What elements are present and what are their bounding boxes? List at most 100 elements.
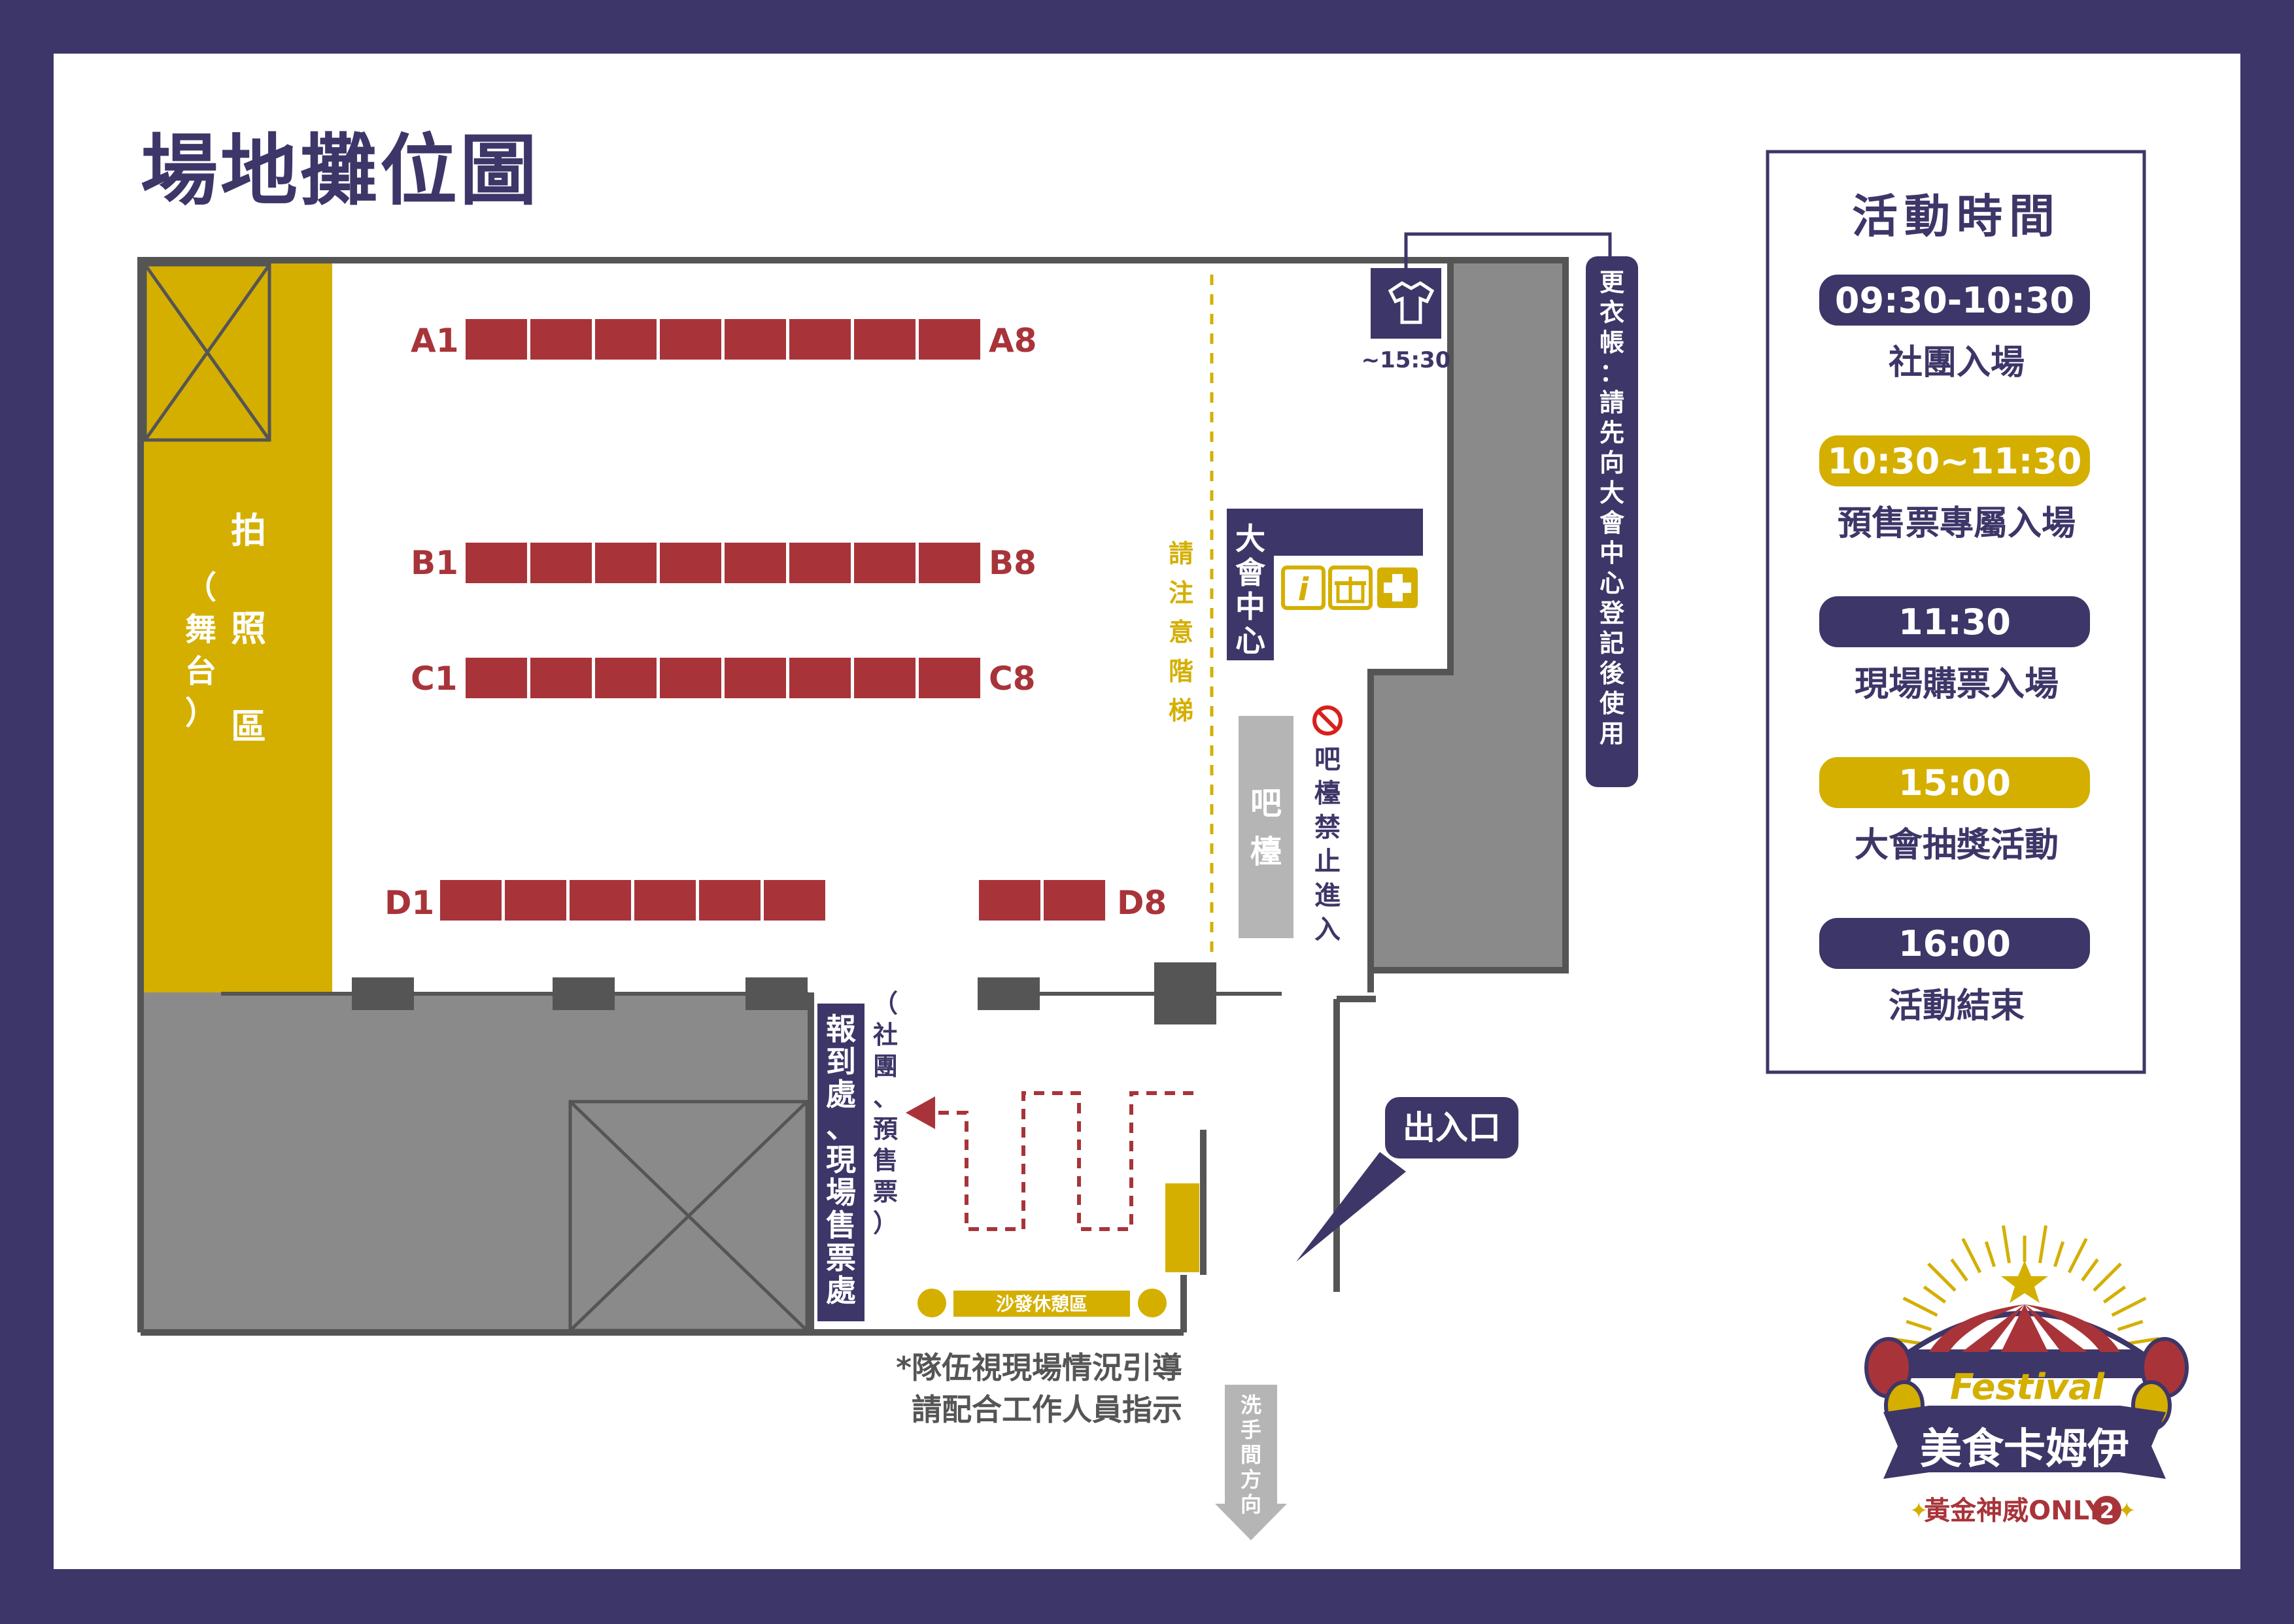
row-c-booth xyxy=(595,658,657,698)
row-b-booth xyxy=(660,543,721,583)
logo-ray xyxy=(2111,1296,2147,1317)
row-b-booth xyxy=(466,543,527,583)
logo-ray xyxy=(1927,1262,1957,1292)
booth-label-d-end: D8 xyxy=(1117,884,1167,922)
booth-rows xyxy=(440,319,1105,921)
entrance-marker xyxy=(1296,1097,1518,1262)
schedule-time-pill xyxy=(1819,435,2090,486)
logo-name: 美食卡姆伊 xyxy=(1920,1425,2129,1474)
booth-label-d-start: D1 xyxy=(385,884,434,922)
row-b-booth xyxy=(530,543,592,583)
booth-label-b-end: B8 xyxy=(989,544,1036,582)
row-a-booth xyxy=(919,319,980,360)
schedule-label: 活動結束 xyxy=(1889,987,2025,1026)
row-d-end-booth xyxy=(1044,880,1105,921)
first-aid-icon xyxy=(1377,567,1418,608)
bar-label: 吧檯 xyxy=(1250,785,1282,870)
booth-label-c-start: C1 xyxy=(411,660,457,698)
logo-ray xyxy=(1902,1296,1938,1317)
row-d-booth xyxy=(764,880,825,921)
schedule-label: 預售票專屬入場 xyxy=(1838,504,2076,543)
row-c-booth xyxy=(919,658,980,698)
row-c-booth xyxy=(660,658,721,698)
restroom-label: 洗手間方向 xyxy=(1241,1393,1261,1517)
schedule-time-pill xyxy=(1819,918,2090,969)
logo-ray xyxy=(2081,1258,2099,1282)
row-b-booth xyxy=(725,543,786,583)
logo-ray xyxy=(2102,1285,2127,1304)
gift-icon xyxy=(1328,566,1373,610)
row-d-end-booth xyxy=(979,880,1040,921)
row-b-booth xyxy=(789,543,851,583)
walls xyxy=(137,257,1569,1336)
checkin-sub: （社團、預售票） xyxy=(873,989,898,1238)
row-a-booth xyxy=(854,319,916,360)
star-icon xyxy=(2001,1260,2048,1303)
row-d-booth xyxy=(634,880,696,921)
svg-text:i: i xyxy=(1298,571,1309,608)
row-c-booth xyxy=(530,658,592,698)
logo-ray xyxy=(1961,1238,1982,1274)
queue-arrow xyxy=(906,1096,935,1129)
booth-label-a-end: A8 xyxy=(989,322,1037,360)
schedule-time-pill xyxy=(1819,757,2090,808)
checkin-box xyxy=(817,1004,865,1321)
gold-block xyxy=(1165,1183,1199,1272)
logo-ray xyxy=(2038,1225,2048,1264)
logo-festival: Festival xyxy=(1950,1366,2105,1408)
entrance-label: 出入口 xyxy=(1403,1109,1501,1147)
logo-sub: 黃金神威ONLY xyxy=(1924,1496,2105,1526)
logo-ray xyxy=(1923,1285,1947,1304)
pillars xyxy=(352,962,1216,1024)
schedule-time-pill xyxy=(1819,275,2090,326)
schedule-time: 15:00 xyxy=(1898,762,2011,804)
page-title: 場地攤位圖 xyxy=(141,126,539,216)
restroom-direction xyxy=(1215,1385,1287,1540)
schedule-time: 10:30~11:30 xyxy=(1827,441,2081,482)
row-d-booth xyxy=(699,880,761,921)
logo-ray xyxy=(2053,1241,2065,1268)
no-entry-icon xyxy=(1312,705,1343,736)
logo-ray xyxy=(1984,1241,1996,1268)
row-d-booth xyxy=(505,880,566,921)
photo-area-sub: （舞台） xyxy=(185,569,216,732)
logo-ray xyxy=(2067,1238,2088,1274)
hq-label-box xyxy=(1227,509,1274,660)
sofa-area xyxy=(953,1291,1130,1317)
row-c-booth xyxy=(466,658,527,698)
row-a-booth xyxy=(595,319,657,360)
fitting-room-time: ~15:30 xyxy=(1361,347,1451,373)
hq-label: 大會中心 xyxy=(1235,521,1266,658)
sofa-label: 沙發休憩區 xyxy=(996,1293,1087,1315)
festival-logo: Festival 美食卡姆伊 ✦ ✦ 黃金神威ONLY 2 xyxy=(1864,1225,2189,1526)
row-d-booth xyxy=(570,880,631,921)
stairs-warning: 請注意階梯 xyxy=(1169,539,1193,725)
booth-label-c-end: C8 xyxy=(989,660,1035,698)
row-a-booth xyxy=(789,319,851,360)
row-b-booth xyxy=(919,543,980,583)
row-c-booth xyxy=(854,658,916,698)
row-c-booth xyxy=(789,658,851,698)
row-d-booth xyxy=(440,880,502,921)
row-b-booth xyxy=(854,543,916,583)
guidance-line-2: 請配合工作人員指示 xyxy=(912,1392,1182,1427)
schedule-title: 活動時間 xyxy=(1852,190,2061,243)
row-a-booth xyxy=(530,319,592,360)
bar-counter xyxy=(1239,716,1293,938)
schedule-time-pill xyxy=(1819,596,2090,647)
row-a-booth xyxy=(660,319,721,360)
fitting-room-note-box xyxy=(1586,256,1638,787)
svg-text:✦: ✦ xyxy=(1909,1498,1928,1524)
schedule-time: 09:30-10:30 xyxy=(1835,280,2074,321)
queue-path xyxy=(932,1091,1193,1231)
booth-label-b-start: B1 xyxy=(411,544,458,582)
schedule-label: 大會抽獎活動 xyxy=(1855,826,2059,865)
logo-ray xyxy=(1950,1258,1968,1282)
fitting-room-note: 更衣帳：請先向大會中心登記後使用 xyxy=(1599,268,1625,748)
tshirt-icon xyxy=(1388,281,1435,324)
fitting-room-box xyxy=(1371,268,1441,339)
schedule-time: 11:30 xyxy=(1898,601,2011,643)
logo-ray xyxy=(2001,1225,2012,1264)
